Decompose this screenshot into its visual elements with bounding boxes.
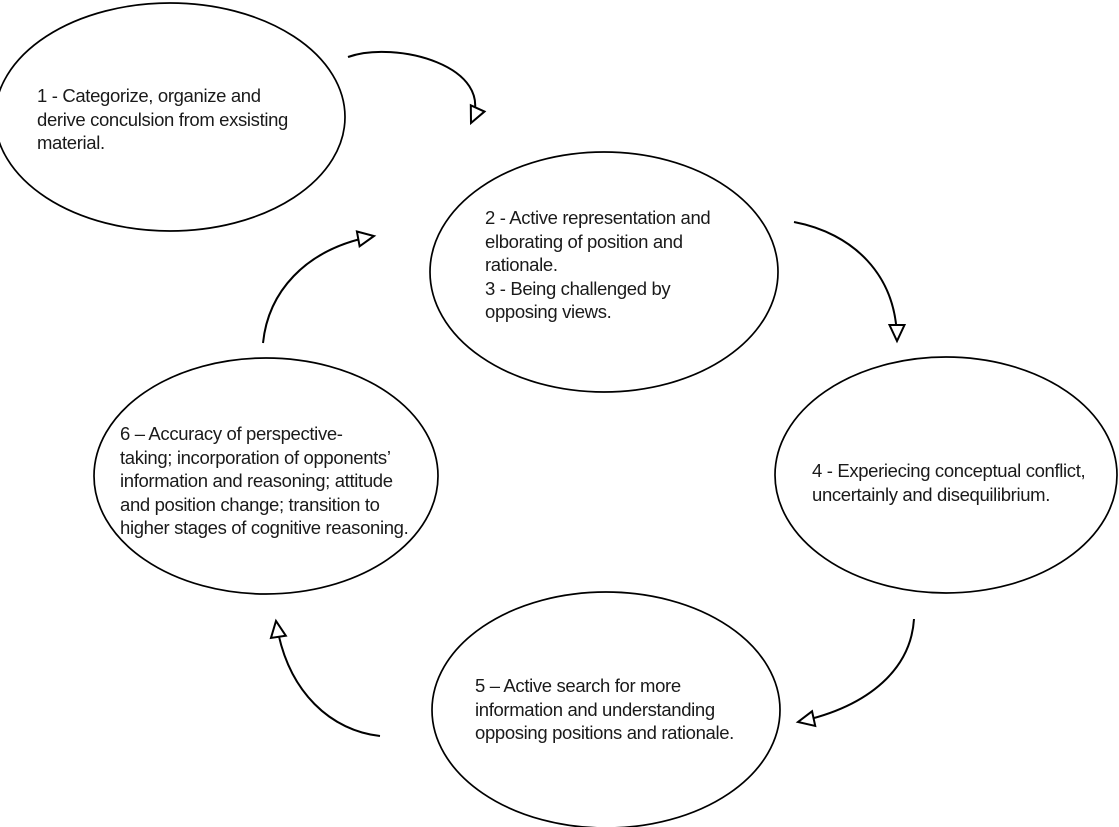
node-2-3-line-2: elborating of position and (485, 230, 683, 252)
node-6-ellipse (93, 357, 439, 595)
arrow-4-to-5 (795, 618, 915, 728)
node-1-ellipse (0, 2, 346, 232)
node-1-line-3: material. (37, 132, 105, 153)
node-1-line-2: derive conculsion from exsisting (37, 108, 288, 130)
arrow-5-to-6 (269, 618, 381, 737)
node-6-line-5: higher stages of cognitive reasoning. (120, 517, 409, 538)
node-4-text: 4 - Experiecing conceptual conflict, unc… (812, 459, 1086, 506)
node-4-line-2: uncertainly and disequilibrium. (812, 483, 1051, 505)
arrow-2-to-4 (793, 221, 907, 344)
node-5-line-1: 5 – Active search for more (475, 675, 681, 696)
node-6-line-4: and position change; transition to (120, 493, 380, 515)
node-6-text: 6 – Accuracy of perspective- taking; inc… (120, 422, 409, 540)
node-2-3-line-3: rationale. (485, 254, 558, 275)
node-2-3-ellipse (429, 151, 779, 393)
arrow-6-to-2 (262, 230, 377, 344)
arrow-1-to-2 (347, 50, 487, 126)
node-2-3-text: 2 - Active representation and elborating… (485, 206, 711, 324)
node-5-ellipse (431, 591, 781, 827)
node-2-3-line-1: 2 - Active representation and (485, 207, 711, 228)
node-4-line-1: 4 - Experiecing conceptual conflict, (812, 460, 1086, 481)
node-5-line-3: opposing positions and rationale. (475, 722, 734, 743)
node-6-line-2: taking; incorporation of opponents’ (120, 446, 391, 468)
node-5-text: 5 – Active search for more information a… (475, 674, 734, 745)
node-2-3-line-4: 3 - Being challenged by (485, 277, 671, 299)
node-1-text: 1 - Categorize, organize and derive conc… (37, 84, 288, 155)
node-1-line-1: 1 - Categorize, organize and (37, 85, 261, 106)
node-6-line-1: 6 – Accuracy of perspective- (120, 423, 343, 444)
node-5-line-2: information and understanding (475, 698, 715, 720)
node-4-ellipse (774, 356, 1118, 594)
node-2-3-line-5: opposing views. (485, 301, 612, 322)
node-6-line-3: information and reasoning; attitude (120, 470, 393, 491)
